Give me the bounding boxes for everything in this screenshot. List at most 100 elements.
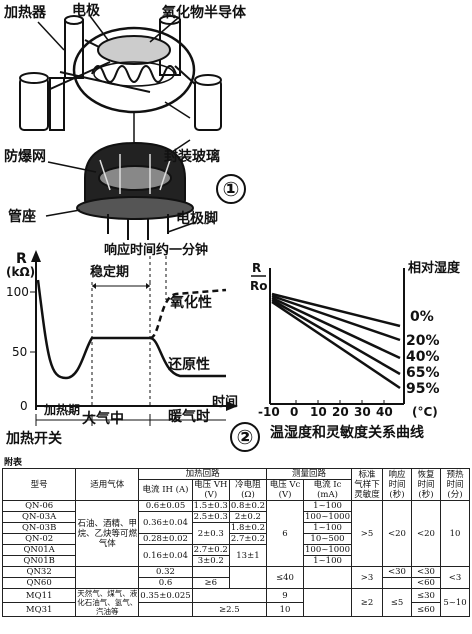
cell-model: QN-03B bbox=[1, 522, 77, 534]
oxide-semiconductor bbox=[97, 35, 171, 65]
response-time-note: 响应时间约一分钟 bbox=[104, 243, 209, 258]
cell-resp: ≤5 bbox=[382, 588, 412, 617]
cell-ic bbox=[303, 566, 352, 589]
cell-ic: 1~100 bbox=[303, 522, 352, 534]
electrode-label: 电极 bbox=[72, 3, 100, 19]
rh-95-label: 95% bbox=[406, 381, 440, 397]
cell-model: QN32 bbox=[1, 566, 77, 578]
rh-65-label: 65% bbox=[406, 365, 440, 381]
glass-label: 封装玻璃 bbox=[164, 149, 220, 165]
table-row: QN01A 0.16±0.04 2.7±0.2 13±1 100~1000 bbox=[1, 544, 470, 567]
cell-ic: 100~1000 bbox=[303, 511, 352, 523]
cell-ih: 0.16±0.04 bbox=[138, 544, 193, 567]
ratio-numerator: R bbox=[252, 261, 262, 275]
response-chart bbox=[30, 250, 238, 426]
sensor-and-charts-svg bbox=[19, 15, 405, 426]
base-label: 管座 bbox=[8, 209, 36, 225]
x-tick-0: 0 bbox=[290, 405, 299, 419]
cell-ih: 0.32 bbox=[138, 566, 193, 578]
table-row: MQ31 ≥2.5 10 ≤60 bbox=[1, 602, 470, 617]
rh-40-line bbox=[271, 296, 401, 360]
cell-model: QN60 bbox=[1, 577, 77, 589]
spec-table: 型号 适用气体 加热回路 测量回路 标准 气样下 灵敏度 响应 时间 (秒) 恢… bbox=[1, 468, 470, 617]
y-tick-0: 0 bbox=[20, 399, 28, 413]
cell-ic bbox=[303, 588, 352, 617]
cell-model: QN01B bbox=[1, 555, 77, 567]
reducing-label: 还原性 bbox=[168, 357, 210, 373]
heater-label: 加热器 bbox=[4, 5, 46, 21]
cell-rec: <20 bbox=[411, 500, 441, 567]
h-current: 电流 IH (A) bbox=[138, 479, 193, 501]
cell-ih: 0.28±0.02 bbox=[138, 533, 193, 545]
y-tick-50: 50 bbox=[12, 345, 28, 359]
cell-pre: <3 bbox=[440, 566, 470, 589]
cell-r: 0.8±0.2 bbox=[228, 500, 268, 512]
cell-vh-r bbox=[191, 588, 268, 603]
cell-r: 2.7±0.2 bbox=[228, 533, 268, 545]
in-air-label: 大气中 bbox=[82, 411, 124, 427]
sensor-can bbox=[76, 141, 194, 240]
cell-vh: 1.5±0.3 bbox=[191, 500, 230, 512]
cell-model: QN-03A bbox=[1, 511, 77, 523]
cell-ic: 100~1000 bbox=[303, 544, 352, 556]
y-tick-100: 100 bbox=[6, 285, 29, 299]
h-cold-r: 冷电阻 (Ω) bbox=[228, 479, 268, 501]
x-tick--10: -10 bbox=[258, 405, 280, 419]
rh-0-line bbox=[271, 292, 401, 328]
cell-r bbox=[228, 566, 268, 589]
heater-coil bbox=[91, 65, 177, 83]
cell-vh bbox=[191, 566, 230, 578]
cell-vh: ≥2.5 bbox=[191, 602, 268, 617]
cell-rec: <60 bbox=[411, 577, 441, 589]
x-tick-40: 40 bbox=[376, 405, 393, 419]
cell-vh: 2.5±0.3 bbox=[191, 511, 230, 523]
cell-ic: 10~500 bbox=[303, 533, 352, 545]
heating-period-label: 加热期 bbox=[44, 403, 81, 417]
ratio-denominator: Ro bbox=[250, 279, 268, 293]
cell-model: MQ11 bbox=[1, 588, 77, 603]
oxidizing-curve bbox=[149, 288, 227, 340]
cell-r: 1.8±0.2 bbox=[228, 522, 268, 534]
rh-65-line bbox=[271, 298, 401, 376]
h-voltage: 电压 VH (V) bbox=[191, 479, 230, 501]
cell-ih bbox=[138, 602, 193, 617]
cell-resp: <30 bbox=[382, 566, 412, 578]
h-heat: 加热回路 bbox=[138, 468, 268, 480]
rh-0-label: 0% bbox=[410, 309, 434, 325]
cell-ih: 0.35±0.025 bbox=[138, 588, 193, 603]
cell-resp: <20 bbox=[382, 500, 412, 567]
h-sens: 标准 气样下 灵敏度 bbox=[351, 468, 383, 501]
pin-label: 电极脚 bbox=[176, 211, 218, 227]
resistance-curve bbox=[36, 279, 226, 380]
cell-vc: 6 bbox=[266, 500, 305, 567]
table-row: MQ11 天然气、煤气、液化石油气、氢气、汽油等 0.35±0.025 9 ≥2… bbox=[1, 588, 470, 617]
x-unit: (°C) bbox=[412, 405, 438, 419]
cell-rec: ≤60 bbox=[411, 602, 441, 617]
cell-vh: 2.7±0.2 bbox=[191, 544, 230, 556]
oxide-label: 氧化物半导体 bbox=[162, 5, 246, 21]
humidity-caption: 温湿度和灵敏度关系曲线 bbox=[270, 425, 424, 441]
h-gas: 适用气体 bbox=[75, 468, 140, 501]
h-model: 型号 bbox=[1, 468, 77, 501]
cell-rec: ≤30 bbox=[411, 588, 441, 603]
cell-ic: 1~100 bbox=[303, 555, 352, 567]
oxidizing-label: 氧化性 bbox=[170, 295, 212, 311]
cell-resp bbox=[382, 577, 412, 589]
cell-vc: ≤40 bbox=[266, 566, 305, 589]
rh-20-label: 20% bbox=[406, 333, 440, 349]
cell-gas-2: 天然气、煤气、液化石油气、氢气、汽油等 bbox=[75, 588, 140, 617]
cell-r: 13±1 bbox=[228, 544, 268, 567]
cell-vh: 2±0.3 bbox=[191, 522, 230, 545]
heater-posts bbox=[19, 15, 222, 131]
cell-model: MQ31 bbox=[1, 602, 77, 617]
mesh-label: 防爆网 bbox=[4, 149, 46, 165]
cell-ic: 1~100 bbox=[303, 500, 352, 512]
table-row: QN-06 石油、酒精、甲烷、乙炔等可燃气体 0.6±0.05 1.5±0.3 … bbox=[1, 500, 470, 567]
figure-number-2: ② bbox=[230, 422, 260, 452]
h-measure: 测量回路 bbox=[266, 468, 352, 480]
cell-model: QN-02 bbox=[1, 533, 77, 545]
cell-ih: 0.6 bbox=[138, 577, 193, 589]
x-tick-10: 10 bbox=[310, 405, 327, 419]
cell-ih: 0.6±0.05 bbox=[138, 500, 193, 512]
rh-95-line bbox=[271, 300, 401, 390]
